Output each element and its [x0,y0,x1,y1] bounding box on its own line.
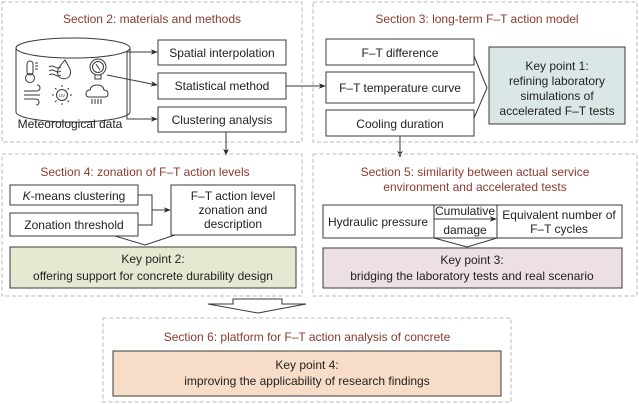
zonation-result-line-1: F–T action level [191,189,276,203]
section-2-border [1,1,303,143]
method-clustering: Clustering analysis [172,113,273,127]
rain-cloud-icon [85,84,109,104]
zonation-threshold-label: Zonation threshold [24,218,123,232]
kmeans-rest: -means clustering [31,189,126,203]
down-hollow-arrow [207,298,307,314]
equivalent-cycles-box [496,204,623,239]
key-point-1-title: Key point 1: [525,59,588,73]
key-point-4-title: Key point 4: [275,358,338,372]
key-point-2-text: offering support for concrete durability… [33,269,273,283]
factor-box-ft-difference [325,38,475,66]
section-2-title: Section 2: materials and methods [63,12,241,26]
equivalent-cycles-line-1: Equivalent number of [502,208,616,222]
factors-merge-chevron [473,55,488,119]
kmeans-clustering-label: K-means clustering [23,189,126,203]
branch-to-clustering-arrow [126,52,158,122]
key-point-1-box [488,46,626,125]
method-box-clustering [157,106,287,133]
hydraulic-pressure-label: Hydraulic pressure [328,215,428,229]
meteorological-database: UV [15,37,131,123]
key-point-3-box [322,247,623,289]
section-5-merge-chevron [433,237,498,248]
meteorological-data-label: Meteorological data [18,117,123,131]
method-spatial-interpolation: Spatial interpolation [169,46,274,60]
equivalent-cycles-line-2: F–T cycles [530,222,588,236]
zonation-result-line-3: description [204,217,262,231]
key-point-4-text: improving the applicability of research … [184,374,429,388]
kmeans-k: K [23,189,32,203]
key-point-2-title: Key point 2: [121,252,184,266]
section-5-title-line-1: Section 5: similarity between actual ser… [361,165,590,179]
section-5-border [312,153,638,297]
key-point-2-box [9,246,297,289]
key-point-1-line-2: simulations of [520,89,594,103]
key-point-1-line-3: accelerated F–T tests [499,104,614,118]
section-2-panel: Section 2: materials and methods [1,1,303,143]
factor-ft-difference: F–T difference [362,46,439,60]
section-5-title-line-2: environment and accelerated tests [383,180,566,194]
section-3-title: Section 3: long-term F–T action model [375,12,578,26]
pressure-gauge-icon [89,58,107,80]
section-6-panel: Section 6: platform for F–T action analy… [102,317,512,403]
uv-sun-icon: UV [52,85,72,105]
key-point-4-box [112,350,502,397]
zonation-result-box [170,184,296,236]
hydraulic-pressure-box [322,204,435,239]
section-4-title: Section 4: zonation of F–T action levels [40,165,249,179]
factor-box-temperature-curve [325,71,475,104]
factor-cooling-duration: Cooling duration [356,117,443,131]
humidity-drop-icon [48,59,71,80]
svg-text:UV: UV [59,93,65,98]
key-point-1-line-1: refining laboratory [509,74,605,88]
zonation-result-line-2: zonation and [199,203,268,217]
section-6-title: Section 6: platform for F–T action analy… [164,330,451,344]
section-6-border [102,317,512,403]
inputs-merge-bracket [138,194,153,226]
section-4-panel: Section 4: zonation of F–T action levels… [1,153,303,297]
section-3-border [312,1,638,143]
db-to-statistical-arrow [106,74,158,87]
section-4-border [1,153,303,297]
key-point-3-title: Key point 3: [440,253,503,267]
section-5-panel: Section 5: similarity between actual ser… [312,153,638,297]
section-4-merge-chevron [114,234,176,246]
key-point-3-text: bridging the laboratory tests and real s… [350,269,594,283]
damage-label: damage [443,223,487,237]
method-box-spatial-interpolation [157,39,287,66]
section-3-panel: Section 3: long-term F–T action model F–… [312,1,638,143]
thermometer-icon [25,60,38,83]
factor-temperature-curve: F–T temperature curve [339,81,461,95]
wind-icon [24,84,41,106]
method-statistical: Statistical method [175,79,270,93]
cumulative-label: Cumulative [435,204,495,218]
